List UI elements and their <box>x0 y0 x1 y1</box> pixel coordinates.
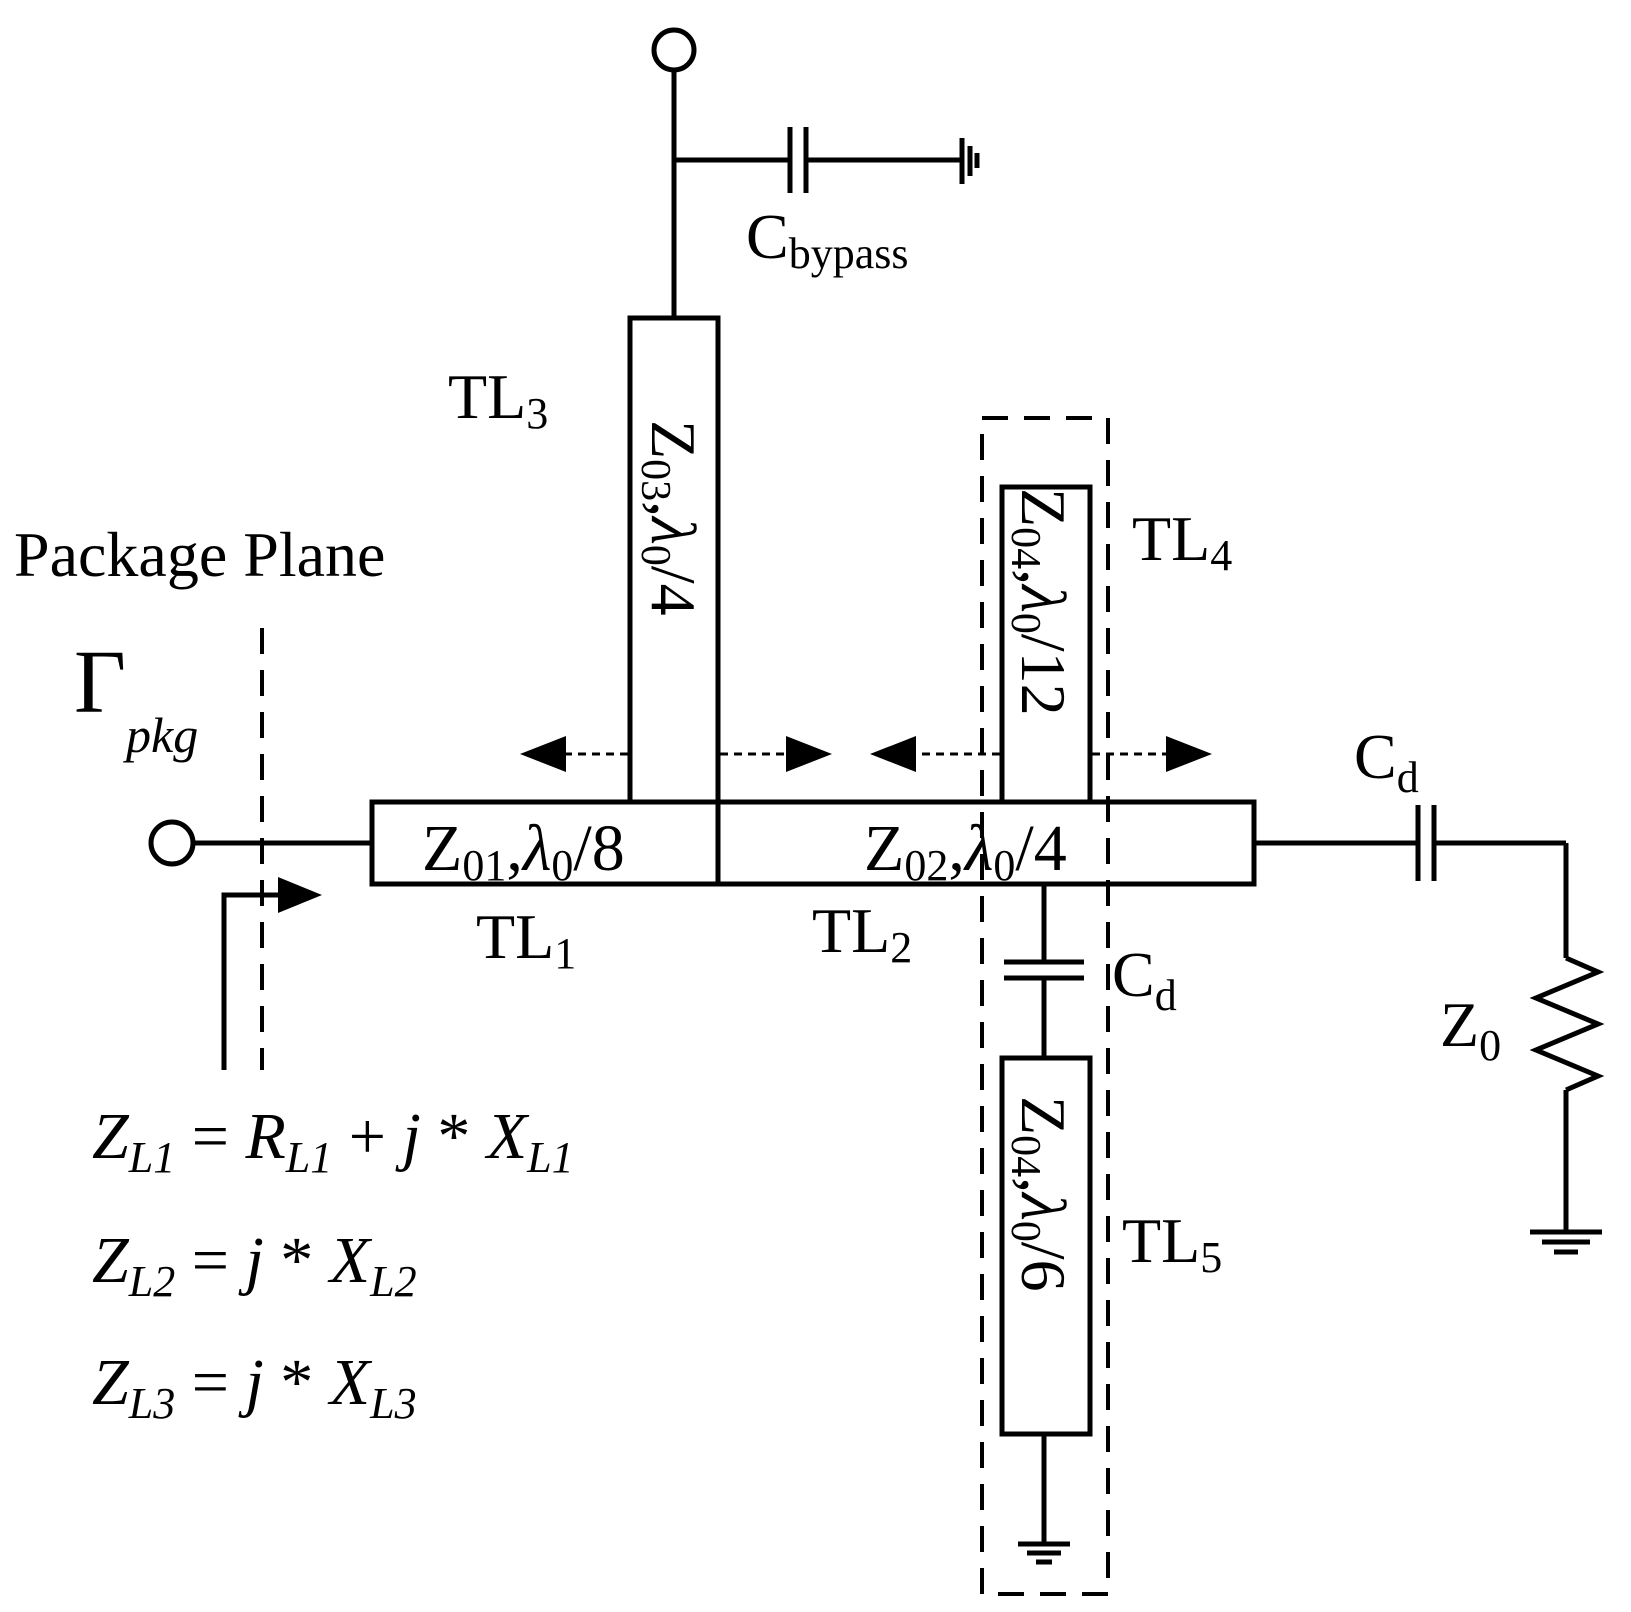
bypass-ground-icon <box>959 138 980 184</box>
tl2-label: TL2 <box>812 895 912 972</box>
package-plane-label: Package Plane <box>14 519 385 590</box>
tl4-label: TL4 <box>1132 503 1232 580</box>
dotted-arrow-left-1 <box>520 736 628 772</box>
reference-arrow-icon <box>221 877 322 1070</box>
tl4-line <box>999 484 1093 805</box>
input-port-terminal <box>148 819 196 867</box>
c-d-shunt-label: Cd <box>1112 939 1177 1020</box>
dotted-arrow-right-2 <box>1092 736 1212 772</box>
dotted-arrow-left-2 <box>870 736 1000 772</box>
tl1-param: Z01,λ0/8 <box>422 812 625 890</box>
tl4-param: Z04,λ0/12 <box>1002 488 1079 716</box>
gamma-pkg-label: Γpkg <box>74 633 198 763</box>
tl5-ground-icon <box>1018 1541 1070 1565</box>
stub-group-box <box>980 416 1110 1596</box>
tl5-param: Z04,λ0/6 <box>1002 1096 1079 1292</box>
resistor-icon <box>1529 955 1605 1093</box>
equation-zl1: ZL1 = RL1 + j * XL1 <box>92 1100 574 1182</box>
tl2-param: Z02,λ0/4 <box>864 812 1067 890</box>
load-ground-icon <box>1530 1229 1602 1255</box>
tl3-label: TL3 <box>448 361 548 438</box>
c-d-series-label: Cd <box>1354 721 1419 802</box>
dotted-arrow-right-1 <box>720 736 832 772</box>
equation-zl3: ZL3 = j * XL3 <box>92 1346 417 1428</box>
equation-zl2: ZL2 = j * XL2 <box>92 1224 417 1306</box>
tl5-line <box>999 1055 1093 1437</box>
tl3-line <box>627 315 721 805</box>
tl3-param: Z03,λ0/4 <box>632 420 709 616</box>
bias-port-terminal <box>651 27 697 73</box>
c-bypass-label: Cbypass <box>746 201 908 278</box>
tl1-line <box>369 799 721 887</box>
z0-label: Z0 <box>1440 989 1501 1070</box>
tl5-label: TL5 <box>1122 1205 1222 1282</box>
tl1-label: TL1 <box>476 901 576 978</box>
